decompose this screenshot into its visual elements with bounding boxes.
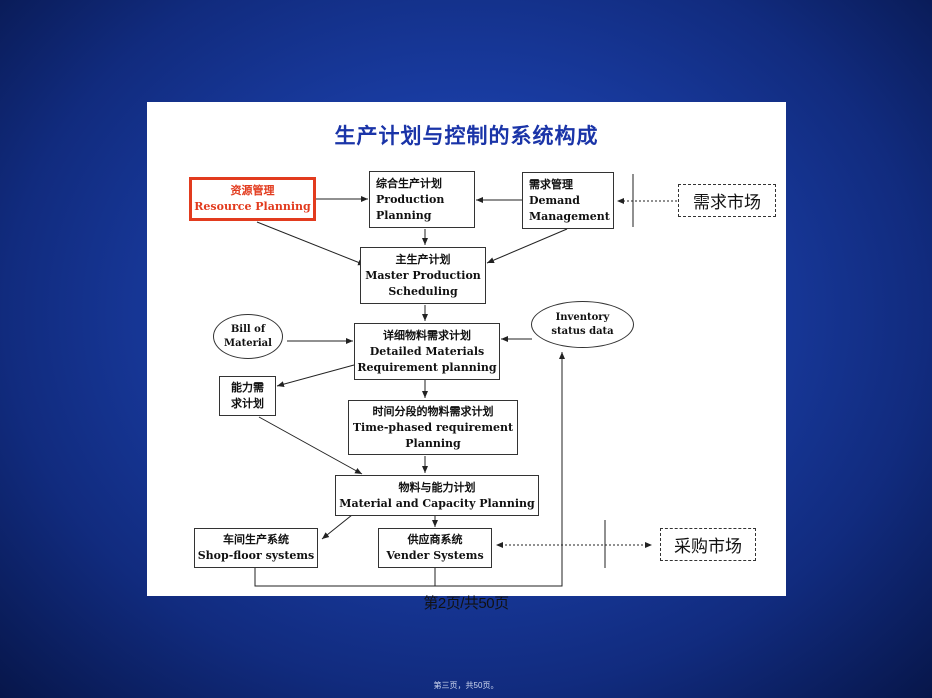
demand-market: 需求市场	[678, 184, 776, 217]
page-indicator-small: 第三页，共50页。	[433, 681, 499, 690]
capacity-line1: 能力需	[231, 381, 264, 394]
shopfloor-en: Shop-floor systems	[197, 549, 315, 562]
demand-zh: 需求管理	[529, 177, 573, 191]
box-resource-planning: 资源管理 Resource Planning	[189, 177, 316, 221]
box-capacity-requirement: 能力需 求计划	[219, 376, 276, 416]
connector-layer	[254, 174, 677, 587]
shopfloor-zh: 车间生产系统	[223, 533, 289, 546]
inventory-line2: status data	[551, 325, 614, 337]
box-demand-management: 需求管理 Demand Management	[522, 172, 614, 229]
demand-en2: Management	[529, 209, 610, 223]
box-material-capacity-planning: 物料与能力计划 Material and Capacity Planning	[335, 475, 539, 516]
inventory-line1: Inventory	[555, 311, 610, 323]
mcp-en: Material and Capacity Planning	[339, 496, 535, 510]
arrow-demand-mps	[486, 228, 568, 264]
box-vender-systems: 供应商系统 Vender Systems	[378, 528, 492, 568]
ellipse-inventory-status: Inventory status data	[531, 301, 634, 348]
arrow-resource-mps	[256, 221, 366, 266]
purchase-market: 采购市场	[660, 528, 756, 561]
timephased-en1: Time-phased requirement	[352, 420, 514, 434]
box-shop-floor-systems: 车间生产系统 Shop-floor systems	[194, 528, 318, 568]
box-master-production-scheduling: 主生产计划 Master Production Scheduling	[360, 247, 486, 304]
bom-line2: Material	[224, 337, 272, 349]
box-production-planning: 综合生产计划 Production Planning	[369, 171, 475, 228]
mrp-en2: Requirement planning	[357, 360, 497, 374]
mps-en1: Master Production	[365, 268, 481, 282]
production-en1: Production	[376, 192, 445, 206]
page-indicator: 第2页/共50页	[423, 595, 509, 612]
arrow-mrp-capacity	[276, 364, 355, 388]
ellipse-bill-of-material: Bill of Material	[213, 314, 283, 359]
demand-en1: Demand	[529, 193, 580, 207]
mps-zh: 主生产计划	[395, 252, 451, 266]
feedback-loop	[254, 352, 565, 587]
vendor-zh: 供应商系统	[407, 533, 463, 546]
box-detailed-materials-requirement: 详细物料需求计划 Detailed Materials Requirement …	[354, 323, 500, 380]
capacity-line2: 求计划	[231, 397, 264, 410]
timephased-en2: Planning	[405, 436, 461, 450]
mcp-zh: 物料与能力计划	[398, 480, 476, 494]
resource-en: Resource Planning	[194, 200, 311, 213]
resource-zh: 资源管理	[230, 184, 275, 197]
diagram-panel: 生产计划与控制的系统构成	[147, 102, 786, 596]
arrow-mcp-shopfloor	[321, 514, 353, 540]
mrp-en1: Detailed Materials	[369, 344, 485, 358]
production-zh: 综合生产计划	[376, 176, 442, 190]
mps-en2: Scheduling	[388, 284, 458, 298]
vendor-en: Vender Systems	[386, 549, 484, 562]
timephased-zh: 时间分段的物料需求计划	[372, 404, 494, 418]
diagram-title: 生产计划与控制的系统构成	[334, 124, 599, 148]
box-time-phased-requirement: 时间分段的物料需求计划 Time-phased requirement Plan…	[348, 400, 518, 455]
production-en2: Planning	[376, 208, 432, 222]
bom-line1: Bill of	[230, 323, 266, 335]
arrow-capacity-mcp	[258, 416, 363, 475]
mrp-zh: 详细物料需求计划	[383, 328, 471, 342]
